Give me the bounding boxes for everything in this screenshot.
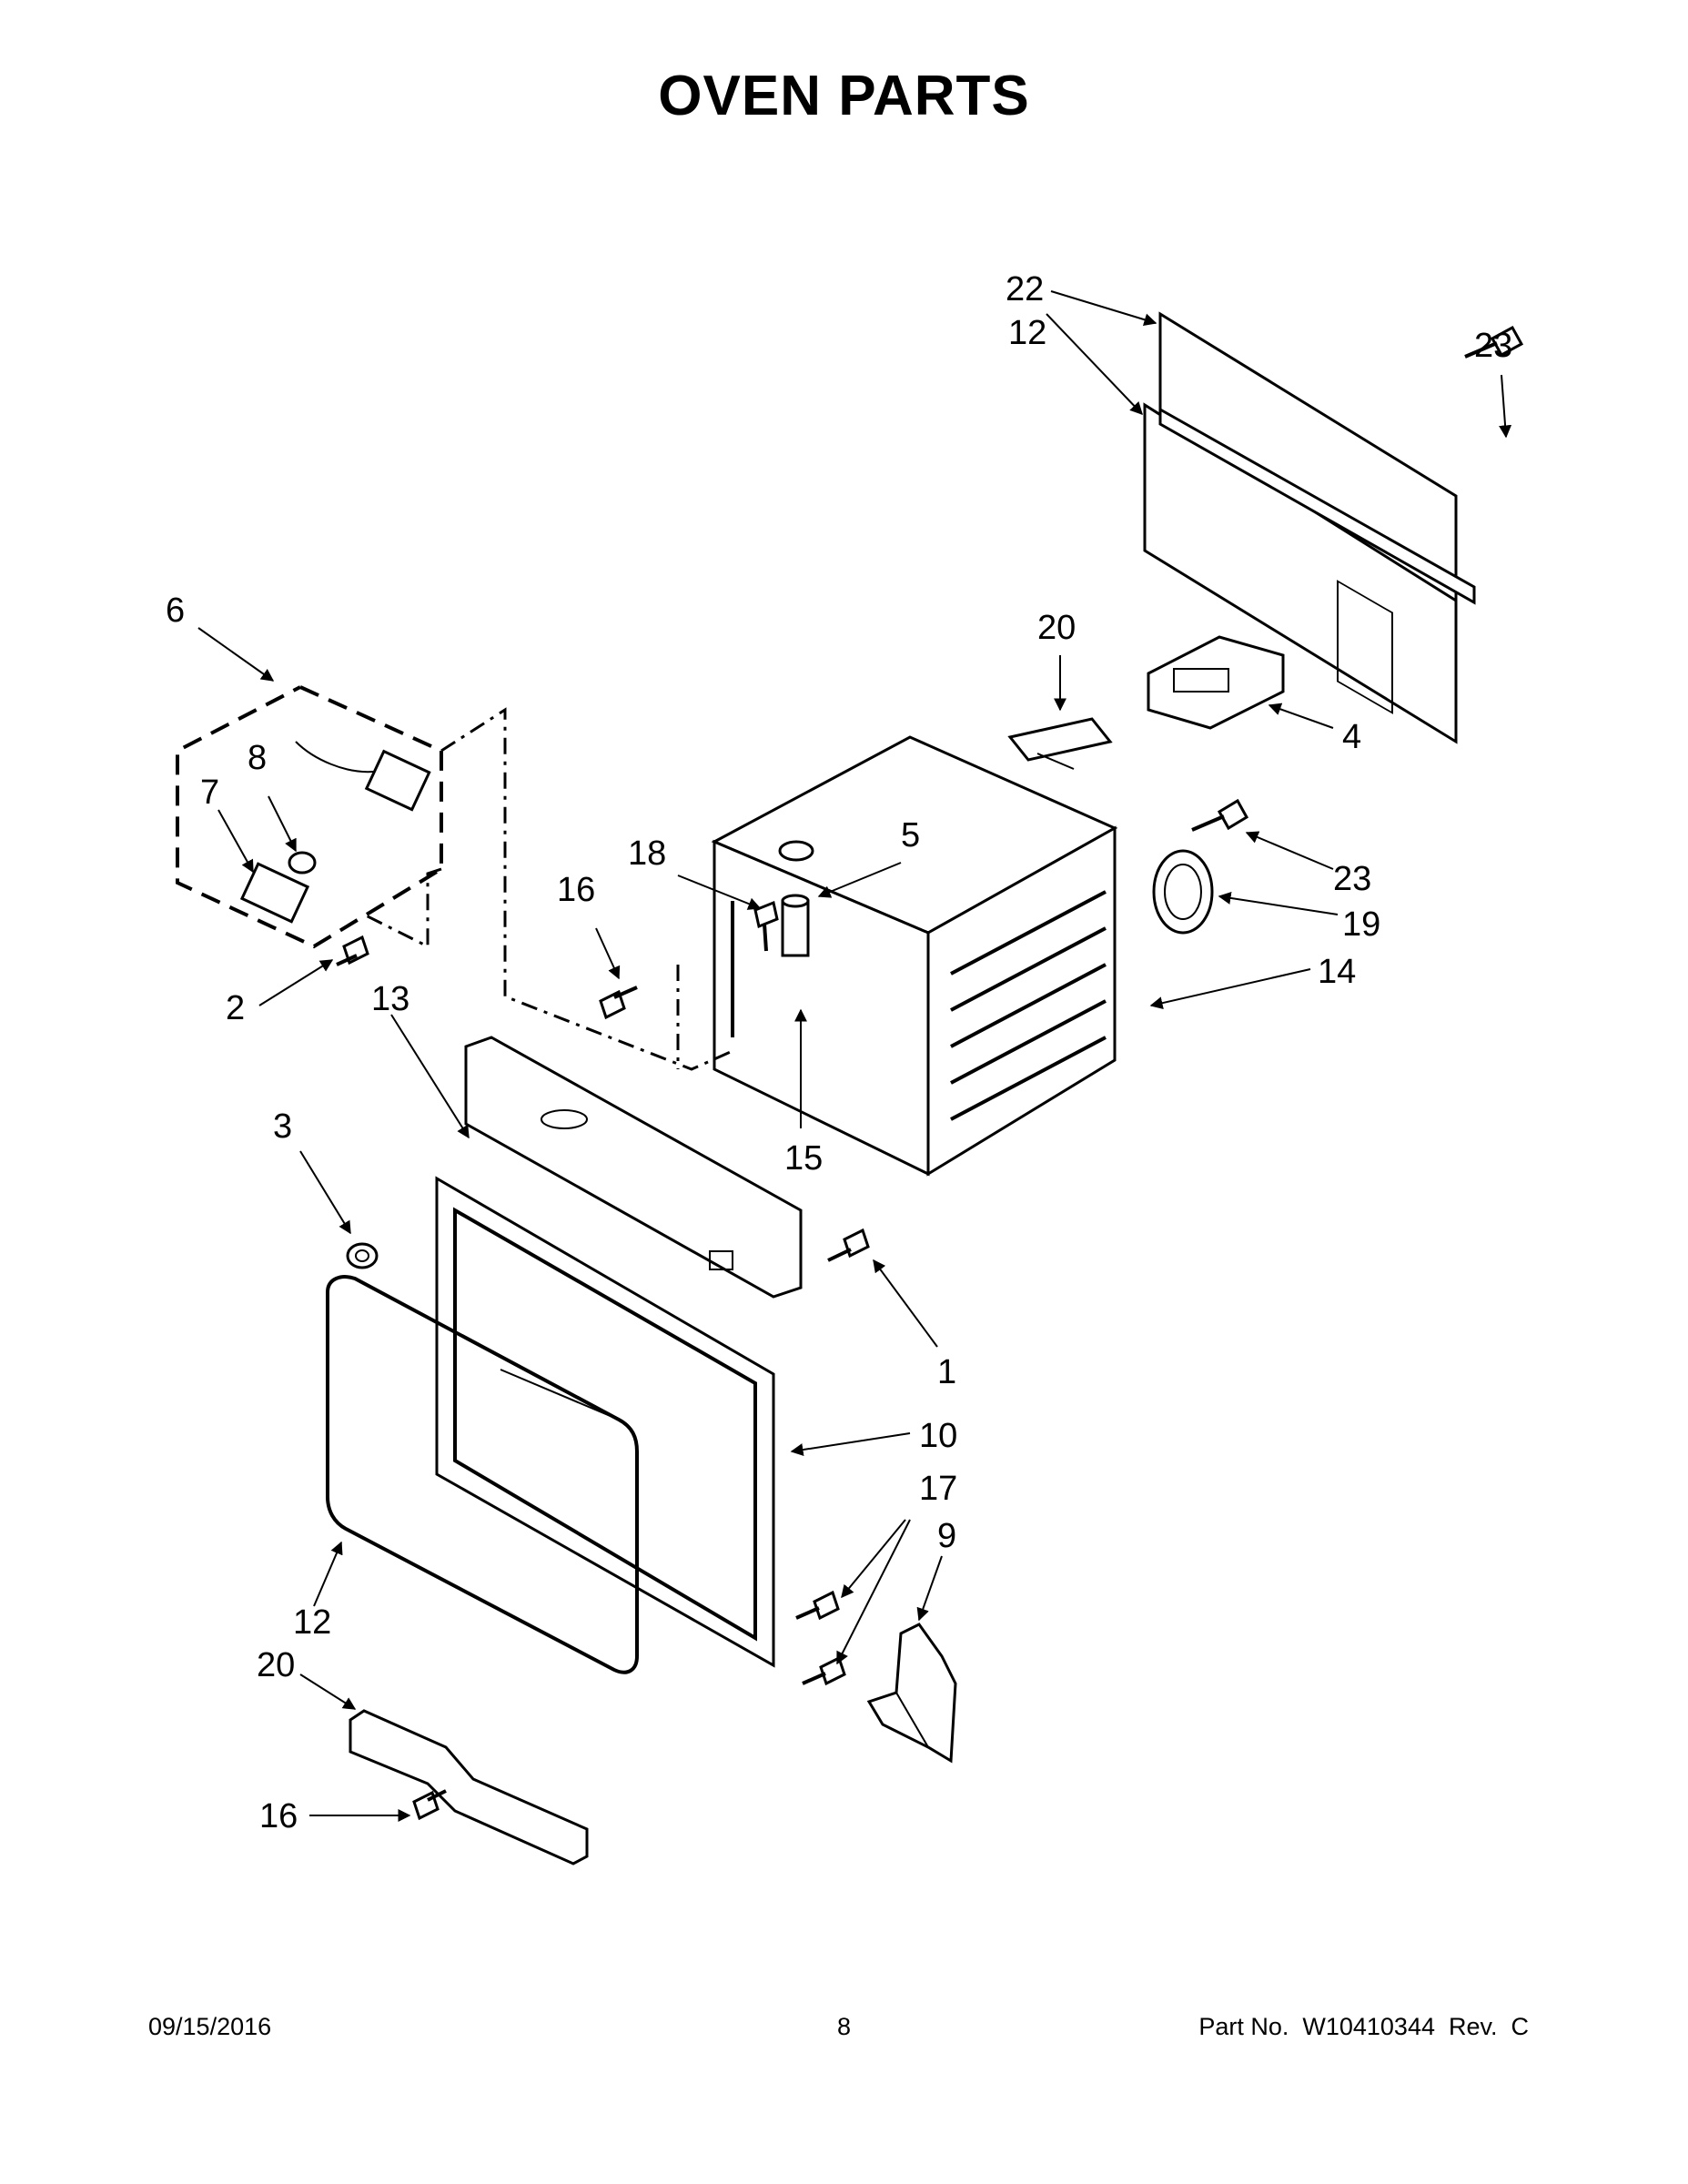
callout-9: 9 [937, 1517, 956, 1555]
plate-19-part [1152, 849, 1214, 935]
footer-date: 09/15/2016 [148, 2013, 272, 2040]
front-frame-10-part [435, 1176, 775, 1668]
callout-2: 2 [226, 989, 245, 1027]
rear-panel-part [1143, 311, 1476, 744]
callout-17: 17 [919, 1470, 957, 1508]
page-title: OVEN PARTS [658, 65, 1030, 127]
screw-23-top [1464, 325, 1524, 359]
screw-16-lower [412, 1789, 447, 1821]
callout-19: 19 [1342, 905, 1380, 944]
callout-5: 5 [901, 816, 920, 854]
callout-14: 14 [1318, 953, 1356, 991]
footer-part-number: Part No. W10410344 Rev. C [1198, 2013, 1529, 2040]
bumper-3-part [346, 1242, 379, 1269]
element-5-part [781, 894, 810, 957]
callout-6: 6 [166, 592, 185, 630]
callout-23-right: 23 [1333, 860, 1371, 898]
channel-13-part [464, 1036, 803, 1299]
callout-3: 3 [273, 1107, 292, 1146]
callout-22: 22 [1006, 270, 1044, 308]
callout-13: 13 [371, 980, 409, 1018]
callout-23-top: 23 [1474, 327, 1512, 365]
oven-cavity-14-part [711, 735, 1118, 1177]
callout-16-upper: 16 [557, 871, 595, 909]
callout-4: 4 [1342, 718, 1361, 756]
callout-11: 12 [1008, 314, 1046, 352]
control-board-4-part [1147, 635, 1285, 730]
callout-20: 20 [1037, 609, 1076, 647]
callout-8: 8 [248, 739, 267, 777]
callout-15: 15 [784, 1139, 823, 1178]
footer-page-number: 8 [836, 2013, 852, 2040]
callout-21: 20 [257, 1646, 295, 1684]
callout-18: 18 [628, 834, 666, 873]
screw-2 [336, 935, 369, 966]
gasket-12-part [326, 1275, 639, 1674]
bracket-9-part [866, 1623, 957, 1764]
callout-10: 10 [919, 1417, 957, 1455]
screws-17 [795, 1590, 846, 1686]
support-bar-21-part [349, 1709, 589, 1866]
screw-16-upper [599, 965, 680, 1069]
light-assembly-6-part [176, 685, 733, 1071]
callout-7: 7 [200, 774, 219, 812]
callout-12: 12 [293, 1603, 331, 1642]
bracket-20-part [1007, 717, 1113, 770]
callout-16-lower: 16 [259, 1797, 298, 1835]
leader-arrows [197, 290, 1512, 1822]
screw-23-right [1191, 798, 1249, 832]
screw-1 [827, 1228, 870, 1262]
callout-1: 1 [937, 1353, 956, 1391]
